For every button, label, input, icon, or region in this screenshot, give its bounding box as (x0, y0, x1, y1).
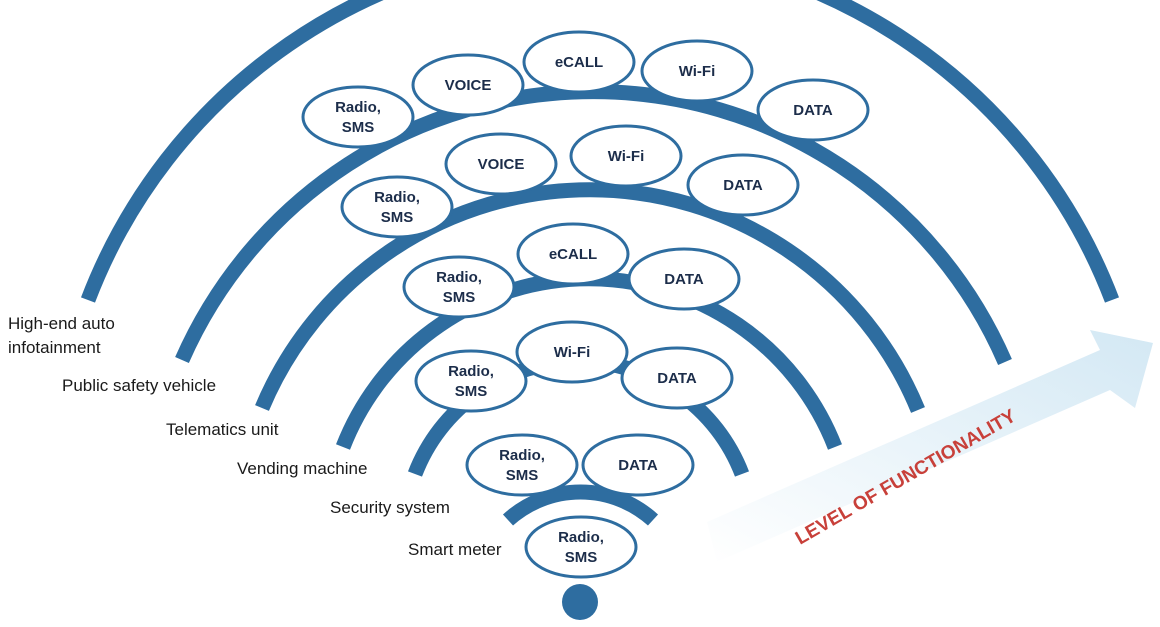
capability-bubbles: Radio,SMSVOICEeCALLWi-FiDATARadio,SMSVOI… (301, 30, 870, 579)
tier-label-line: High-end auto (8, 314, 115, 333)
capability-text: SMS (381, 209, 414, 226)
capability-text: SMS (342, 119, 375, 136)
tier-label-line: Telematics unit (166, 420, 279, 439)
tier-label-3: Telematics unit (166, 418, 278, 442)
tier-label-6: Smart meter (408, 538, 502, 562)
capability-ellipse (515, 320, 629, 384)
capability-ecall-tier-3: eCALL (516, 222, 630, 286)
capability-ellipse (581, 433, 695, 497)
tier-label-line: infotainment (8, 338, 101, 357)
capability-data-tier-2: DATA (686, 153, 800, 217)
capability-ellipse (301, 85, 415, 149)
capability-ellipse (444, 132, 558, 196)
capability-ellipse (627, 247, 741, 311)
tier-label-5: Security system (330, 496, 450, 520)
capability-radio-sms-tier-4: Radio, SMS (414, 349, 528, 413)
capability-text: VOICE (445, 77, 492, 94)
capability-ellipse (620, 346, 734, 410)
capability-voice-tier-1: VOICE (411, 53, 525, 117)
capability-text: Wi-Fi (554, 344, 591, 361)
capability-text: VOICE (478, 156, 525, 173)
capability-data-tier-1: DATA (756, 78, 870, 142)
capability-radio-sms-tier-5: Radio, SMS (465, 433, 579, 497)
capability-text: Radio, (335, 99, 381, 116)
signal-arc-tier-6 (502, 484, 659, 526)
signal-arc-tier-1 (80, 0, 1120, 303)
capability-text: DATA (723, 177, 763, 194)
capability-text: DATA (793, 102, 833, 119)
tier-label-2: Public safety vehicle (62, 374, 216, 398)
capability-text: SMS (443, 289, 476, 306)
tier-label-line: Vending machine (237, 459, 368, 478)
capability-ellipse (640, 39, 754, 103)
capability-ellipse (522, 30, 636, 94)
capability-ellipse (516, 222, 630, 286)
tier-label-1: High-end auto infotainment (8, 312, 115, 360)
capability-text: Radio, (499, 447, 545, 464)
capability-text: Radio, (374, 189, 420, 206)
capability-text: Wi-Fi (679, 63, 716, 80)
capability-voice-tier-2: VOICE (444, 132, 558, 196)
tier-label-4: Vending machine (237, 457, 367, 481)
capability-radio-sms-tier-2: Radio, SMS (340, 175, 454, 239)
capability-wi-fi-tier-2: Wi-Fi (569, 124, 683, 188)
capability-text: SMS (565, 549, 598, 566)
capability-wi-fi-tier-1: Wi-Fi (640, 39, 754, 103)
capability-ellipse (411, 53, 525, 117)
capability-data-tier-4: DATA (620, 346, 734, 410)
capability-text: SMS (455, 383, 488, 400)
capability-text: DATA (618, 457, 658, 474)
functionality-arrow (707, 330, 1153, 562)
capability-text: Radio, (448, 363, 494, 380)
capability-text: SMS (506, 467, 539, 484)
capability-wi-fi-tier-4: Wi-Fi (515, 320, 629, 384)
tier-label-line: Security system (330, 498, 450, 517)
capability-radio-sms-tier-3: Radio, SMS (402, 255, 516, 319)
signal-arc-tier-3 (255, 182, 925, 413)
capability-text: DATA (664, 271, 704, 288)
capability-text: eCALL (555, 54, 603, 71)
capability-ellipse (414, 349, 528, 413)
capability-text: eCALL (549, 246, 597, 263)
capability-radio-sms-tier-1: Radio, SMS (301, 85, 415, 149)
capability-text: Radio, (436, 269, 482, 286)
capability-ellipse (686, 153, 800, 217)
capability-ecall-tier-1: eCALL (522, 30, 636, 94)
capability-text: Radio, (558, 529, 604, 546)
capability-ellipse (465, 433, 579, 497)
capability-ellipse (340, 175, 454, 239)
capability-data-tier-3: DATA (627, 247, 741, 311)
tier-label-line: Public safety vehicle (62, 376, 217, 395)
capability-text: DATA (657, 370, 697, 387)
tier-label-line: Smart meter (408, 540, 502, 559)
capability-ellipse (524, 515, 638, 579)
capability-text: Wi-Fi (608, 148, 645, 165)
capability-ellipse (569, 124, 683, 188)
capability-radio-sms-tier-6: Radio, SMS (524, 515, 638, 579)
capability-ellipse (756, 78, 870, 142)
capability-ellipse (402, 255, 516, 319)
signal-source-dot (562, 584, 598, 620)
capability-data-tier-5: DATA (581, 433, 695, 497)
